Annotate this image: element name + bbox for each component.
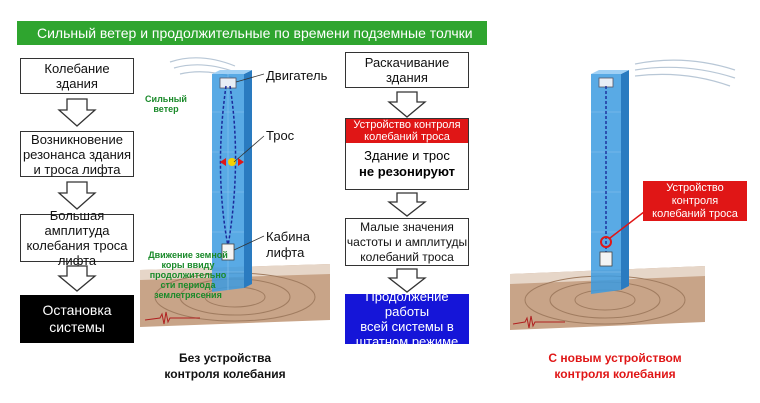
cable-label: Трос (266, 128, 295, 143)
caption-without-device: Без устройства контроля колебания (140, 350, 310, 382)
engine-label: Двигатель (266, 68, 328, 83)
text-line: Большая амплитуда (44, 208, 110, 238)
text-line: С новым устройством (548, 351, 682, 365)
building-illustration-with-device (510, 59, 736, 330)
building-illustration-without-device (140, 57, 330, 327)
text-line: продолжительно (149, 270, 227, 280)
cabin-icon (221, 243, 235, 261)
text-line: Движение земной (148, 250, 228, 260)
cabin-label: Кабина лифта (266, 229, 310, 261)
flow-step-small-values: Малые значения частоты и амплитуды колеб… (345, 218, 469, 266)
flow-step-building-oscillation: Колебание здания (20, 58, 134, 94)
text-line: колебаний троса (652, 207, 738, 220)
text-line: частоты и амплитуды (346, 234, 468, 249)
flow-result-continue: Продолжение работы всей системы в штатно… (345, 289, 469, 349)
text-line: системы (49, 319, 105, 335)
text-line: Раскачивание (364, 55, 450, 70)
down-arrow-icon (387, 91, 427, 118)
flow-step-resonance: Возникновение резонанса здания и троса л… (20, 131, 134, 177)
down-arrow-icon (57, 98, 97, 127)
text-line: Малые значения (360, 219, 454, 234)
text-line: колебаний троса (360, 249, 454, 264)
text-line: Остановка (42, 302, 112, 318)
text-line: контроля (671, 194, 719, 207)
text-line: сти периода (160, 280, 216, 290)
flow-step-device-block: Устройство контроля колебаний троса Здан… (345, 118, 469, 190)
text-line: и троса лифта (33, 161, 121, 177)
text-line: землетрясения (154, 290, 222, 300)
text-line: лифта (57, 253, 97, 268)
text-line: здания (56, 76, 98, 91)
device-marker-icon (600, 236, 612, 248)
text-line: Здание и трос (364, 148, 450, 163)
down-arrow-icon (57, 181, 97, 210)
wind-streaks-icon (634, 59, 736, 87)
text-line: здания (386, 70, 428, 85)
text-line: контроля колебания (164, 367, 286, 381)
text-line: Продолжение работы (365, 289, 449, 319)
text-line: не резонируют (359, 164, 455, 179)
text-line: всей системы в (360, 319, 454, 334)
flow-step-building-sway: Раскачивание здания (345, 52, 469, 88)
device-header-bar: Устройство контроля колебаний троса (346, 119, 468, 143)
engine-icon (219, 77, 237, 89)
wind-label: Сильный ветер (136, 94, 196, 114)
text-line: ветер (153, 104, 179, 114)
flow-step-large-amplitude: Большая амплитуда колебания троса лифта (20, 208, 134, 268)
caption-with-device: С новым устройством контроля колебания (525, 350, 705, 382)
text-line: колебания троса (26, 238, 128, 253)
text-line: контроля колебания (554, 367, 676, 381)
text-line: Без устройства (178, 351, 271, 365)
ground-layer (140, 264, 330, 327)
text-line: штатном режиме (355, 334, 459, 349)
text-line: Устройство контроля (353, 119, 461, 131)
down-arrow-icon (387, 192, 427, 217)
down-arrow-icon (57, 265, 97, 292)
text-line: Устройство (666, 181, 724, 194)
cabin-icon (599, 251, 613, 267)
text-line: колебаний троса (364, 131, 450, 143)
text-line: Сильный (145, 94, 187, 104)
text-line: Кабина (266, 229, 310, 244)
down-arrow-icon (387, 268, 427, 293)
text-line: коры ввиду (161, 260, 215, 270)
header-banner: Сильный ветер и продолжительные по време… (17, 21, 487, 45)
earth-movement-note: Движение земной коры ввиду продолжительн… (140, 250, 236, 300)
flow-result-system-stop: Остановка системы (20, 295, 134, 343)
engine-icon (598, 77, 614, 88)
text-line: Возникновение (31, 131, 123, 147)
device-callout-label: Устройство контроля колебаний троса (643, 181, 747, 221)
text-line: лифта (266, 245, 305, 260)
text-line: резонанса здания (22, 146, 132, 162)
text-line: Колебание (44, 61, 110, 76)
